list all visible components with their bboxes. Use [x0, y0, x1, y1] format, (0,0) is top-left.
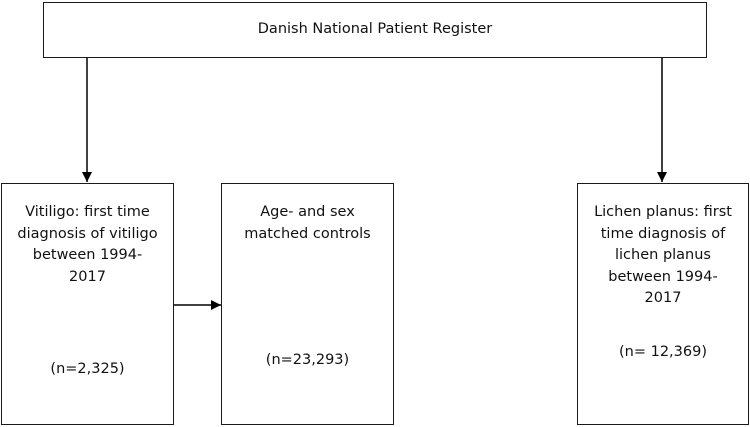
- lichen-planus-label: Lichen planus: first time diagnosis of l…: [594, 204, 732, 306]
- vitiligo-box: Vitiligo: first time diagnosis of vitili…: [1, 183, 174, 425]
- vitiligo-label: Vitiligo: first time diagnosis of vitili…: [17, 204, 158, 285]
- lichen-planus-box: Lichen planus: first time diagnosis of l…: [577, 183, 749, 425]
- register-box: Danish National Patient Register: [43, 2, 707, 58]
- lichen-planus-count: (n= 12,369): [619, 344, 707, 360]
- register-label: Danish National Patient Register: [257, 21, 493, 37]
- controls-count: (n=23,293): [265, 352, 350, 368]
- controls-label: Age- and sex matched controls: [244, 204, 371, 242]
- flow-arrows: [82, 58, 667, 310]
- vitiligo-count: (n=2,325): [50, 361, 125, 377]
- controls-box: Age- and sex matched controls (n=23,293): [221, 183, 394, 425]
